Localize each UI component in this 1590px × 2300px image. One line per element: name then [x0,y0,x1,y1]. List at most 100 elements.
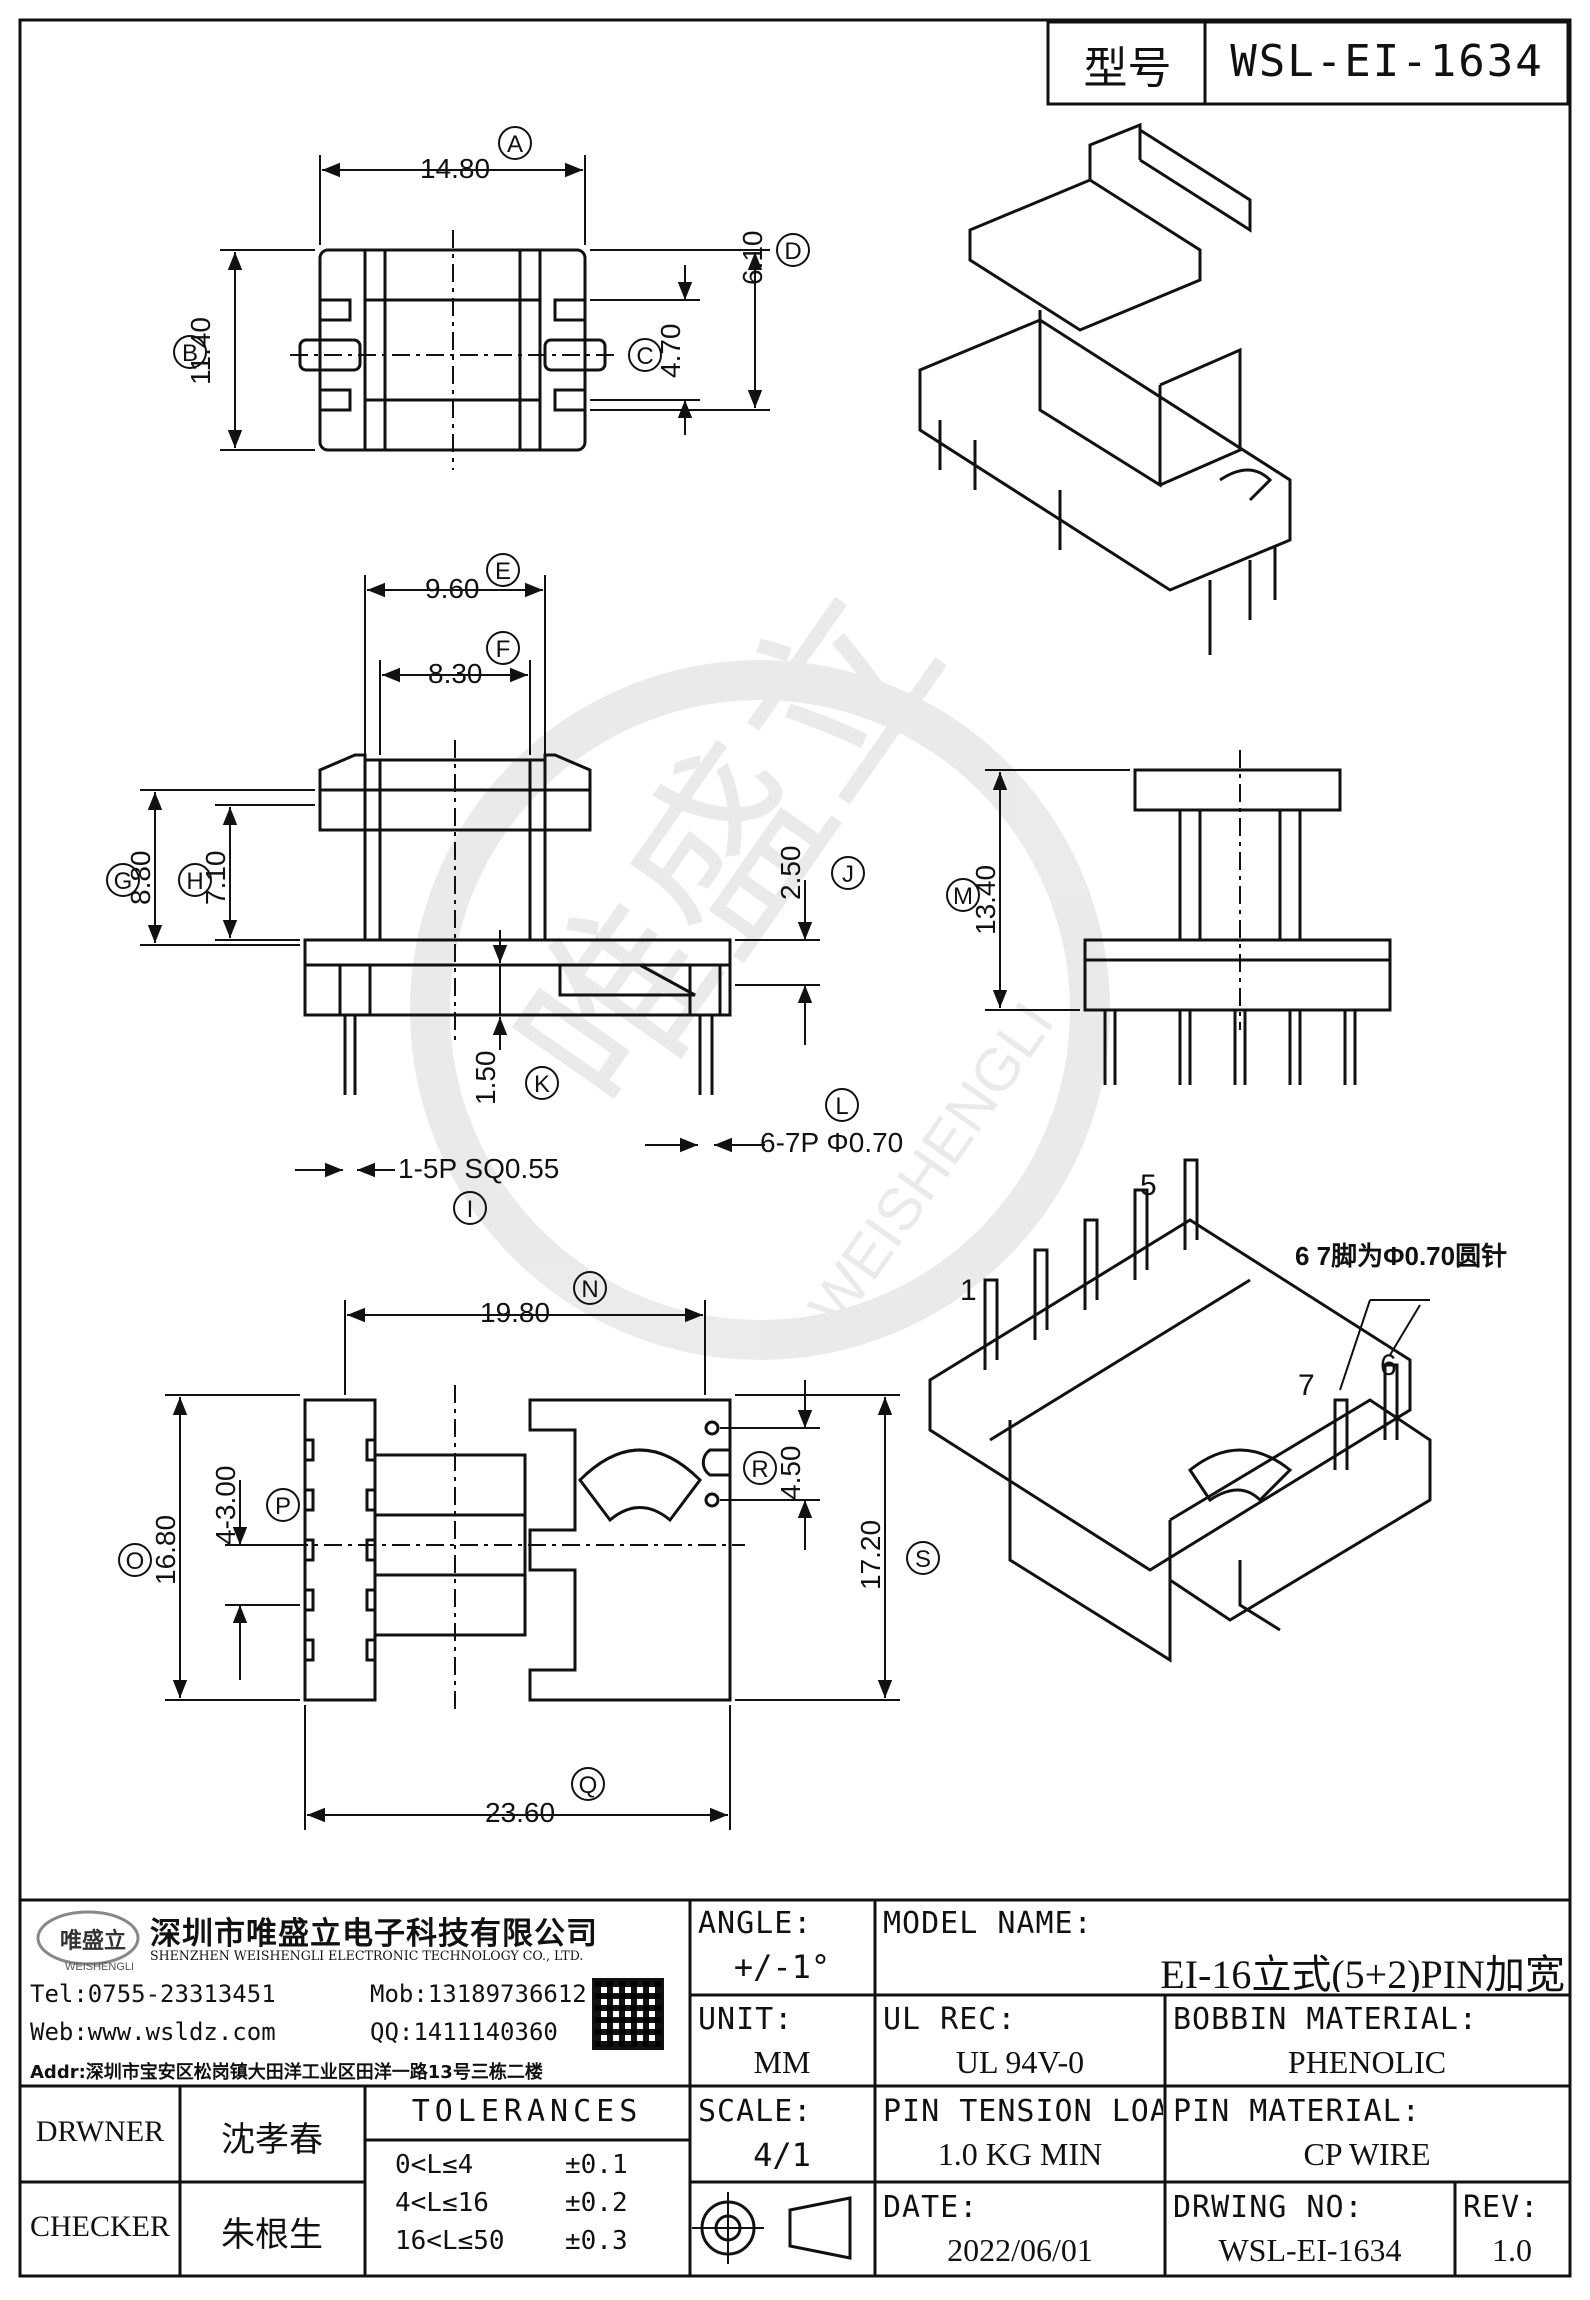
dim-P: 4-3.00 [210,1466,241,1545]
tolerance-value-2: ±0.2 [565,2188,628,2218]
bottom-view [290,1385,745,1715]
balloon-O: O [118,1543,152,1577]
side-view [1083,750,1392,1085]
dim-K: 1.50 [470,1051,501,1106]
balloon-C: C [628,338,662,372]
dim-G: 8.80 [125,851,156,906]
svg-text:C: C [636,343,653,370]
ul-rec-value: UL 94V-0 [955,2044,1085,2080]
date-label: DATE: [883,2190,979,2225]
company-mob: Mob:13189736612 [370,1980,587,2008]
unit-value: MM [753,2044,811,2080]
header-model-label: 型号 [1083,44,1172,93]
svg-text:WEISHENGLI: WEISHENGLI [65,1961,134,1973]
pin-tension-label: PIN TENSION LOAD: [883,2094,1163,2129]
tolerances-label: TOLERANCES [411,2094,643,2129]
angle-label: ANGLE: [698,1906,813,1941]
svg-text:Q: Q [579,1772,598,1799]
company-qq: QQ:1411140360 [370,2018,558,2046]
drawing-no-value: WSL-EI-1634 [1218,2232,1402,2268]
date-value: 2022/06/01 [947,2232,1093,2268]
isometric-view-bottom [928,1158,1432,1663]
dim-N: 19.80 [480,1297,550,1328]
qr-code-image [592,1978,664,2050]
balloon-E: E [486,553,520,587]
projection-symbol [692,2192,852,2264]
company-logo: 唯盛立 WEISHENGLI [36,1910,140,1973]
side-view-dims [985,769,1130,1011]
dim-D: 6.10 [737,231,768,286]
balloon-G: G [106,863,140,897]
top-view [290,230,620,470]
tolerance-range-2: 4<L≤16 [395,2188,489,2218]
svg-text:唯盛立: 唯盛立 [60,1928,126,1953]
dim-S: 17.20 [855,1520,886,1590]
svg-text:F: F [496,636,511,663]
dim-Q: 23.60 [485,1797,555,1828]
balloon-B: B [173,335,207,369]
company-name-cn: 深圳市唯盛立电子科技有限公司 [150,1916,598,1948]
svg-text:N: N [581,1276,598,1303]
balloon-M: M [946,878,980,912]
dim-L: 6-7P Φ0.70 [760,1127,903,1158]
dimension-labels: 14.80 11.40 4.70 6.10 9.60 8.30 8.80 7.1… [125,153,1001,1828]
balloon-N: N [573,1271,607,1305]
bobbin-material-value: PHENOLIC [1287,2044,1447,2080]
svg-text:E: E [495,558,511,585]
svg-text:L: L [835,1093,848,1120]
svg-text:D: D [784,238,801,265]
scale-value: 4/1 [753,2136,811,2174]
pin-tension-value: 1.0 KG MIN [937,2136,1103,2172]
pin-5-label: 5 [1140,1169,1157,1202]
company-name-en: SHENZHEN WEISHENGLI ELECTRONIC TECHNOLOG… [150,1948,584,1963]
model-name-label: MODEL NAME: [883,1906,1093,1941]
balloon-A: A [498,126,532,160]
checker-name: 朱根生 [221,2217,323,2251]
balloon-K: K [525,1066,559,1100]
pin-note: 6 7脚为Φ0.70圆针 [1295,1241,1507,1271]
balloon-D: D [776,233,810,267]
company-tel: Tel:0755-23313451 [30,1980,276,2008]
pin-6-label: 6 [1380,1349,1397,1382]
dim-H: 7.10 [200,851,231,906]
svg-text:G: G [114,868,133,895]
top-view-dims [220,155,770,451]
pin-1-label: 1 [960,1274,977,1307]
tolerance-range-3: 16<L≤50 [395,2226,505,2256]
svg-text:H: H [186,868,203,895]
svg-text:R: R [751,1456,768,1483]
pin-labels: 1 5 6 7 6 7脚为Φ0.70圆针 [960,1169,1507,1402]
title-block-grid [20,20,1570,2276]
dim-F: 8.30 [428,658,483,689]
balloon-J: J [831,856,865,890]
pin-material-value: CP WIRE [1303,2136,1431,2172]
watermark-text: 唯盛立 [480,555,981,1144]
company-address: Addr:深圳市宝安区松岗镇大田洋工业区田洋一路13号三栋二楼 [30,2062,543,2083]
drawing-no-label: DRWING NO: [1173,2190,1364,2225]
model-name-value: EI-16立式(5+2)PIN加宽 [1160,1952,1565,1992]
dim-E: 9.60 [425,573,480,604]
balloon-Q: Q [571,1767,605,1801]
svg-text:A: A [507,131,523,158]
bottom-view-dims [165,1300,900,1830]
tolerance-range-1: 0<L≤4 [395,2150,474,2180]
svg-text:I: I [467,1196,474,1223]
dim-M: 13.40 [970,865,1001,935]
balloon-L: L [825,1088,859,1122]
scale-label: SCALE: [698,2094,813,2129]
svg-text:S: S [915,1546,931,1573]
balloon-I: I [453,1191,487,1225]
dim-A: 14.80 [420,153,490,184]
svg-text:J: J [842,861,854,888]
front-view [303,740,732,1095]
pin-7-label: 7 [1298,1369,1315,1402]
company-web: Web:www.wsldz.com [30,2018,276,2046]
header-model-value: WSL-EI-1634 [1230,36,1544,87]
front-view-dims [140,575,820,1178]
pin-material-label: PIN MATERIAL: [1173,2094,1421,2129]
tolerance-value-3: ±0.3 [565,2226,628,2256]
svg-text:O: O [126,1548,145,1575]
balloon-S: S [906,1541,940,1575]
